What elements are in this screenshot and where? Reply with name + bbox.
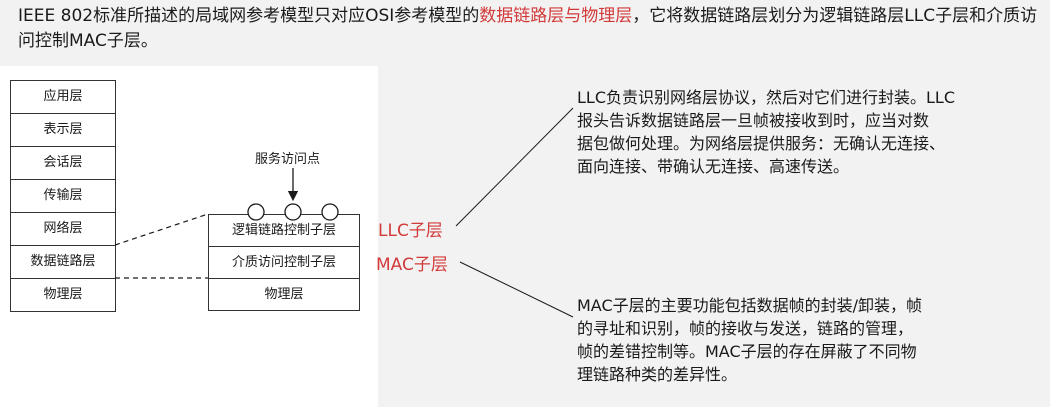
mac-note-line: 理链路种类的差异性。 <box>577 365 738 384</box>
intro-part1: IEEE 802标准所描述的局域网参考模型只对应OSI参考模型的 <box>18 6 480 26</box>
sap-label: 服务访问点 <box>255 152 321 167</box>
mac-note: MAC子层的主要功能包括数据帧的封装/卸装，帧 的寻址和识别，帧的接收与发送，链… <box>577 294 922 386</box>
osi-layer-transport: 传输层 <box>11 179 115 212</box>
mac-note-line: 帧的差错控制等。MAC子层的存在屏蔽了不同物 <box>577 342 917 361</box>
llc-note-line: 报头告诉数据链路层一旦帧被接收到时，应当对数 <box>577 111 930 130</box>
ieee802-physical-layer: 物理层 <box>209 278 359 310</box>
intro-highlight: 数据链路层与物理层 <box>479 6 633 26</box>
llc-sublayer-label: LLC子层 <box>378 221 443 241</box>
llc-note-line: 面向连接、带确认无连接、高速传送。 <box>577 157 850 176</box>
mac-note-line: 的寻址和识别，帧的接收与发送，链路的管理， <box>577 319 914 338</box>
mac-callout-line <box>459 261 574 318</box>
osi-layer-network: 网络层 <box>11 212 115 245</box>
llc-note-line: LLC负责识别网络层协议，然后对它们进行封装。LLC <box>577 88 956 107</box>
mac-note-line: MAC子层的主要功能包括数据帧的封装/卸装，帧 <box>577 296 923 315</box>
llc-callout-line <box>455 107 574 227</box>
ieee802-stack: 逻辑链路控制子层 介质访问控制子层 物理层 <box>208 214 360 311</box>
osi-layer-session: 会话层 <box>11 146 115 179</box>
ieee802-mac-sublayer: 介质访问控制子层 <box>209 246 359 278</box>
llc-note-line: 据包做何处理。为网络层提供服务：无确认无连接、 <box>577 134 946 153</box>
mac-sublayer-label: MAC子层 <box>376 255 448 275</box>
intro-text: IEEE 802标准所描述的局域网参考模型只对应OSI参考模型的数据链路层与物理… <box>18 4 1038 54</box>
osi-model-stack: 应用层 表示层 会话层 传输层 网络层 数据链路层 物理层 <box>10 80 116 312</box>
osi-layer-application: 应用层 <box>43 89 83 104</box>
intro-part2: ，它将数据链路层划分为逻辑链路层LLC子层和介质访问控制MAC子层。 <box>18 6 1038 51</box>
osi-layer-datalink: 数据链路层 <box>11 245 115 278</box>
osi-layer-physical: 物理层 <box>11 278 115 311</box>
llc-note: LLC负责识别网络层协议，然后对它们进行封装。LLC 报头告诉数据链路层一旦帧被… <box>577 86 955 178</box>
osi-layer-presentation: 表示层 <box>11 113 115 146</box>
ieee802-llc-sublayer: 逻辑链路控制子层 <box>231 223 336 238</box>
